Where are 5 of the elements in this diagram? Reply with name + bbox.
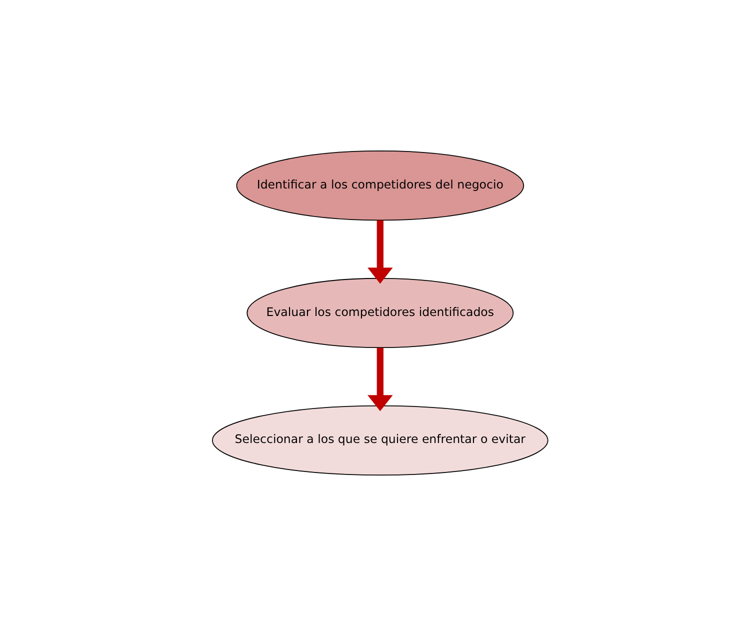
node-ellipse: Seleccionar a los que se quiere enfrentar o evitar (212, 405, 548, 476)
node-ellipse: Identificar a los competidores del negocio (236, 150, 524, 221)
arrow (368, 220, 393, 284)
arrow (368, 348, 393, 412)
node-ellipse: Evaluar los competidores identificados (246, 278, 514, 348)
